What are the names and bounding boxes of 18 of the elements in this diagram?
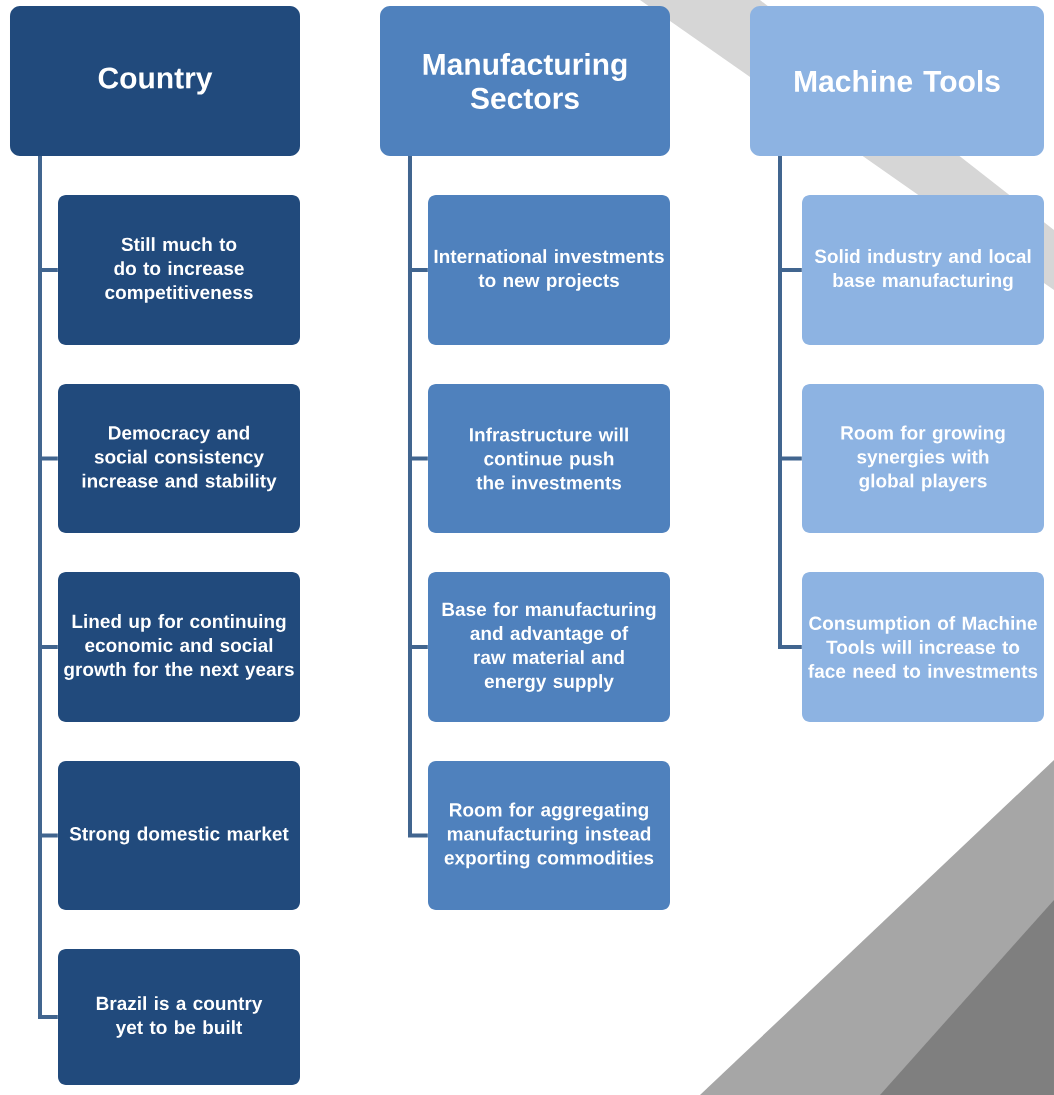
info-box: Base for manufacturing and advantage of raw material and energy supply: [428, 572, 670, 722]
info-box: Solid industry and local base manufacturing: [802, 195, 1044, 345]
column-header: Country: [10, 6, 300, 156]
column-header: Manufacturing Sectors: [380, 6, 670, 156]
info-box: Room for aggregating manufacturing instead exporting commodities: [428, 761, 670, 910]
connector-line: [38, 156, 58, 1019]
connector-line: [408, 156, 428, 838]
info-box: Brazil is a country yet to be built: [58, 949, 300, 1085]
info-box: Still much to do to increase competitiveness: [58, 195, 300, 345]
info-box: Democracy and social consistency increase and stability: [58, 384, 300, 533]
info-box: International investments to new projects: [428, 195, 670, 345]
info-box: Strong domestic market: [58, 761, 300, 910]
column-header: Machine Tools: [750, 6, 1044, 156]
connector-line: [778, 156, 802, 649]
info-box: Lined up for continuing economic and social growth for the next years: [58, 572, 300, 722]
info-box: Infrastructure will continue push the investments: [428, 384, 670, 533]
info-box: Room for growing synergies with global players: [802, 384, 1044, 533]
info-box: Consumption of Machine Tools will increase to face need to investments: [802, 572, 1044, 722]
